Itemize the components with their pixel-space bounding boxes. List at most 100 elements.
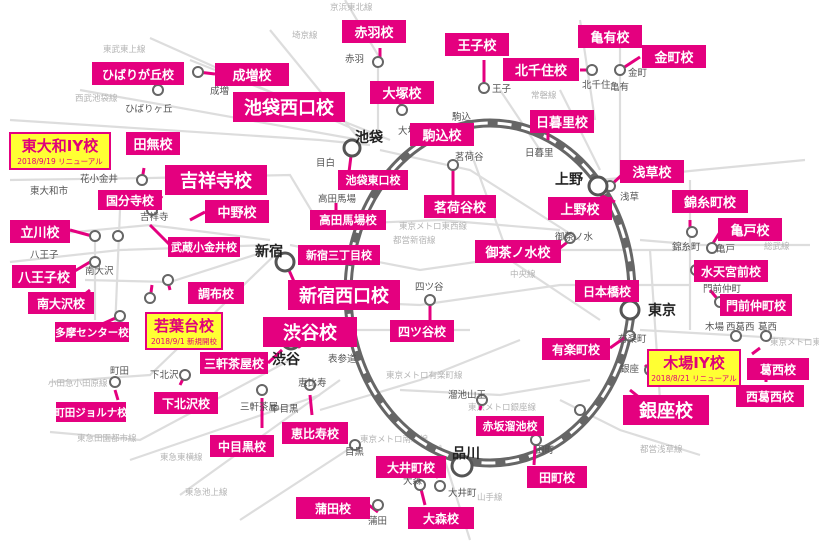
school-tanashi[interactable]: 田無校 <box>126 132 180 155</box>
station-label: 町田 <box>110 366 129 377</box>
school-higashiyamato[interactable]: 東大和IY校 2018/9/19 リニューアル <box>9 132 111 170</box>
school-hachioji[interactable]: 八王子校 <box>12 265 76 288</box>
school-name: 駒込校 <box>421 128 462 144</box>
school-myogadani[interactable]: 茗荷谷校 <box>424 195 496 218</box>
station-dot <box>530 434 542 446</box>
school-suitengumae[interactable]: 水天宮前校 <box>694 260 768 282</box>
station-label: 御茶ノ水 <box>555 231 594 243</box>
rail-line <box>129 393 321 462</box>
school-box <box>282 422 348 444</box>
station-label: 日暮里 <box>525 147 554 159</box>
school-box <box>168 237 240 257</box>
station-dot <box>162 274 174 286</box>
station-label: 北千住 <box>582 79 611 91</box>
school-oimachi[interactable]: 大井町校 <box>376 456 446 478</box>
school-name: 門前仲町校 <box>726 298 787 313</box>
school-box <box>296 497 370 519</box>
station-dot <box>136 174 148 186</box>
school-ochanomizu[interactable]: 御茶ノ水校 <box>475 240 561 263</box>
school-sangenjaya[interactable]: 三軒茶屋校 <box>200 352 268 374</box>
school-machida[interactable]: 町田ジョルナ校 <box>54 402 128 422</box>
school-minamiosawa[interactable]: 南大沢校 <box>28 292 94 314</box>
school-kameido[interactable]: 亀戸校 <box>718 218 782 241</box>
school-tamachi[interactable]: 田町校 <box>527 466 587 488</box>
school-ueno[interactable]: 上野校 <box>548 197 612 220</box>
school-shimokitazawa[interactable]: 下北沢校 <box>154 392 218 414</box>
school-box <box>623 395 709 425</box>
school-wakabadai[interactable]: 若葉台校 2018/9/1 新規開校 <box>145 312 223 350</box>
school-narimasu[interactable]: 成増校 <box>215 63 289 86</box>
school-ikebukuro-higashi[interactable]: 池袋東口校 <box>338 170 408 190</box>
school-ikebukuro-nishi[interactable]: 池袋西口校 <box>233 92 345 122</box>
line-label: 東京メトロ南北線 <box>360 434 429 445</box>
school-yotsuya[interactable]: 四ツ谷校 <box>390 320 454 342</box>
school-name: 大井町校 <box>387 460 436 475</box>
school-name: 三軒茶屋校 <box>204 356 265 371</box>
school-musashikoganei[interactable]: 武蔵小金井校 <box>168 237 240 257</box>
school-komagome[interactable]: 駒込校 <box>410 123 474 146</box>
school-kinshicho[interactable]: 錦糸町校 <box>672 190 748 213</box>
school-name: 日暮里校 <box>536 115 589 131</box>
school-kokubunji[interactable]: 国分寺校 <box>98 190 162 210</box>
school-name: 葛西校 <box>759 362 797 377</box>
school-ebisu[interactable]: 恵比寿校 <box>282 422 348 444</box>
school-akasaka-tameike[interactable]: 赤坂溜池校 <box>476 416 544 436</box>
school-kichijoji[interactable]: 吉祥寺校 <box>165 165 267 195</box>
station-label: 亀戸 <box>716 243 735 255</box>
school-box <box>642 45 706 68</box>
school-name: 王子校 <box>457 38 497 54</box>
school-nakameguro[interactable]: 中目黒校 <box>210 435 274 457</box>
school-box <box>542 338 610 360</box>
line-labels: 京浜東北線 埼京線 東武東上線 西武池袋線 常磐線 総武線 東京メトロ東西線 都… <box>48 2 819 503</box>
school-ginza[interactable]: 銀座校 <box>623 395 709 425</box>
school-nakano[interactable]: 中野校 <box>205 200 269 223</box>
school-yurakucho[interactable]: 有楽町校 <box>542 338 610 360</box>
school-kamata[interactable]: 蒲田校 <box>296 497 370 519</box>
school-tama-center[interactable]: 多摩センター校 <box>55 322 129 342</box>
leader-line <box>113 389 120 401</box>
school-kitasenju[interactable]: 北千住校 <box>503 58 579 81</box>
line-label: 東京メトロ東西線 <box>770 337 819 348</box>
school-monzen-nakacho[interactable]: 門前仲町校 <box>720 294 792 316</box>
school-kasai[interactable]: 葛西校 <box>747 358 809 380</box>
station-dot <box>564 232 576 244</box>
school-box <box>56 402 126 422</box>
school-tachikawa[interactable]: 立川校 <box>10 220 70 243</box>
school-box <box>28 292 94 314</box>
school-nishikasai[interactable]: 西葛西校 <box>736 385 804 407</box>
station-label: 亀有 <box>610 81 629 93</box>
school-shinjuku-nishi[interactable]: 新宿西口校 <box>288 280 400 310</box>
school-box <box>424 195 496 218</box>
school-kiba[interactable]: 木場IY校 2018/8/21 リニューアル <box>647 349 741 387</box>
station-dot <box>89 256 101 268</box>
school-asakusa[interactable]: 浅草校 <box>620 160 684 183</box>
school-hibarigaoka[interactable]: ひばりが丘校 <box>92 62 184 85</box>
school-box <box>503 58 579 81</box>
school-name: 町田ジョルナ校 <box>54 406 128 419</box>
rail-line <box>113 209 122 331</box>
school-chofu[interactable]: 調布校 <box>188 282 244 304</box>
school-box <box>718 218 782 241</box>
school-shibuya[interactable]: 渋谷校 <box>263 317 357 347</box>
school-name: 成増校 <box>232 68 272 84</box>
school-otsuka[interactable]: 大塚校 <box>370 81 434 104</box>
school-nippori[interactable]: 日暮里校 <box>530 110 594 133</box>
line-label: 常磐線 <box>531 90 557 101</box>
station-label-major: 品川 <box>452 446 480 462</box>
school-shinjuku-sanchome[interactable]: 新宿三丁目校 <box>298 245 380 265</box>
school-kameari[interactable]: 亀有校 <box>578 25 642 48</box>
school-box <box>210 435 274 457</box>
school-oji[interactable]: 王子校 <box>445 33 509 56</box>
school-name: 国分寺校 <box>106 193 155 208</box>
school-omori[interactable]: 大森校 <box>408 507 474 529</box>
school-kanamachi[interactable]: 金町校 <box>642 45 706 68</box>
school-akabane[interactable]: 赤羽校 <box>342 20 406 43</box>
school-box <box>165 165 267 195</box>
school-nihonbashi[interactable]: 日本橋校 <box>575 280 639 302</box>
school-name: 調布校 <box>198 286 235 301</box>
station-dot <box>89 230 101 242</box>
station-dot <box>114 310 126 322</box>
school-takadanobaba[interactable]: 高田馬場校 <box>310 210 386 230</box>
school-box <box>342 20 406 43</box>
